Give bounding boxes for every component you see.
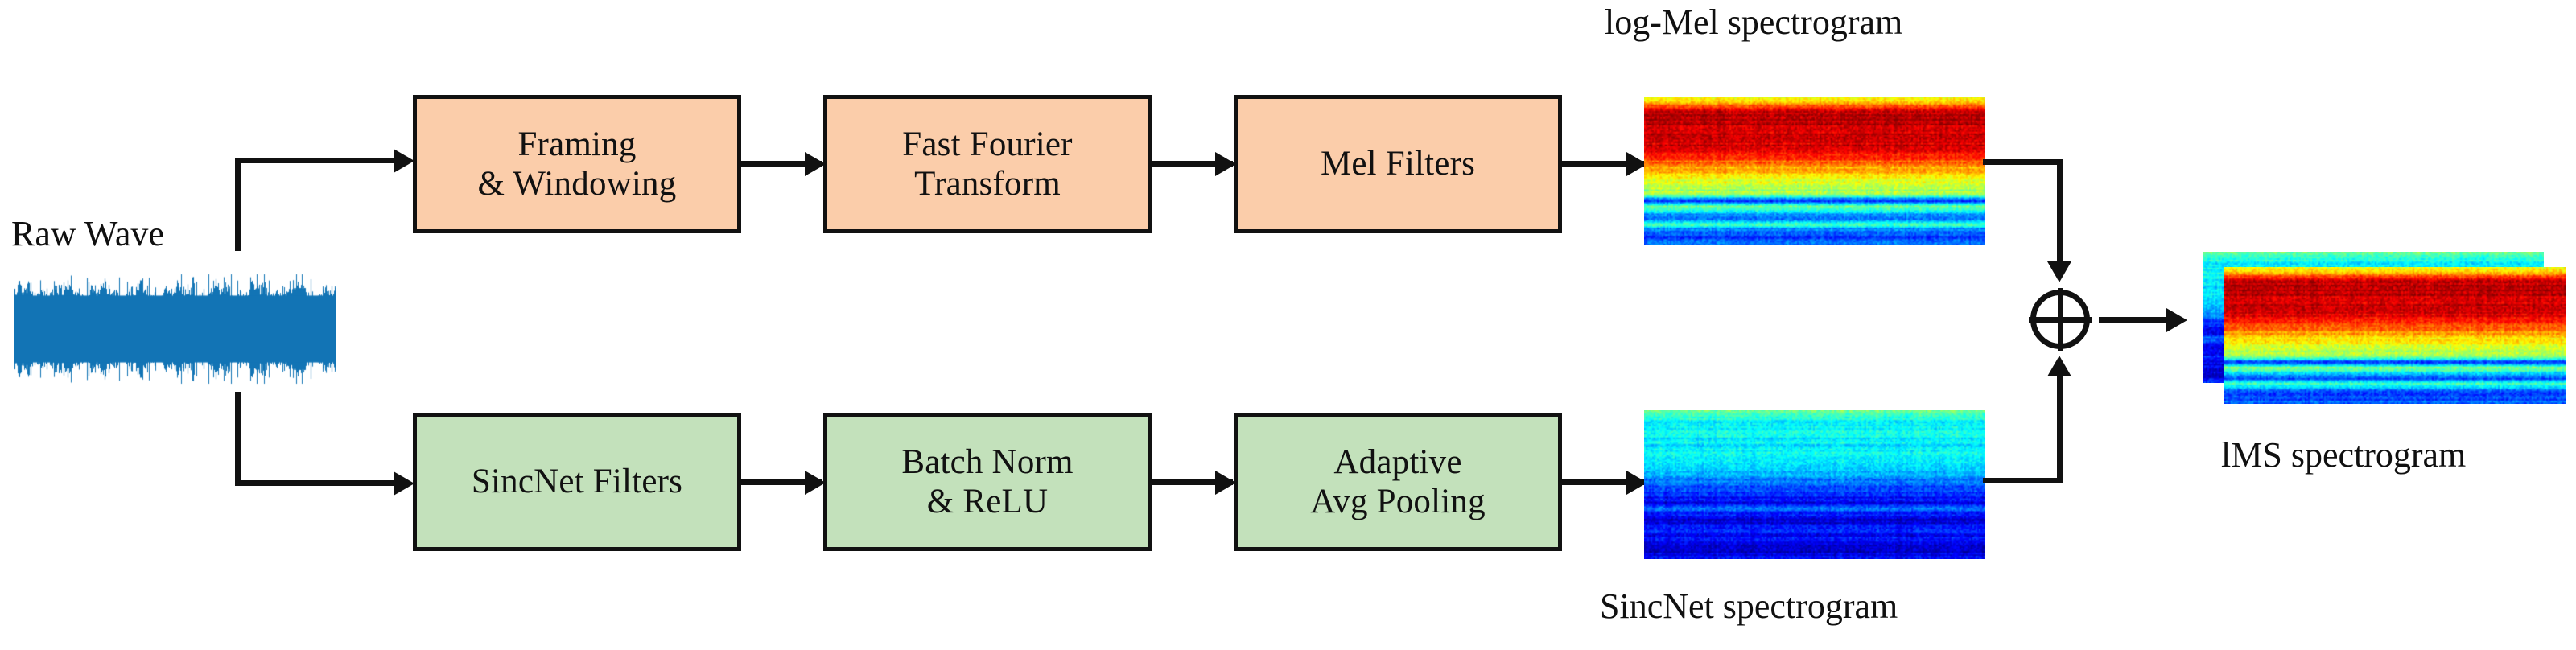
arrowhead-framing-to-fft <box>805 152 826 176</box>
circled-plus-operator <box>2029 288 2092 351</box>
log-mel-spectrogram-caption: log-Mel spectrogram <box>1605 2 1903 42</box>
edge-input-to-sincnet <box>235 480 402 486</box>
box-framing-windowing-label: Framing & Windowing <box>477 125 677 203</box>
edge-input-to-framing <box>235 158 402 163</box>
edge-framing-to-fft <box>741 161 822 167</box>
arrowhead-input-to-sincnet <box>394 471 414 496</box>
raw-audio-waveform <box>14 274 336 385</box>
box-mel-filters-label: Mel Filters <box>1320 145 1476 183</box>
arrowhead-fft-to-mel <box>1215 152 1236 176</box>
box-adaptive-avg-pooling-label: Adaptive Avg Pooling <box>1310 442 1486 520</box>
sincnet-spectrogram <box>1644 410 1985 559</box>
edge-sincnet-to-merge <box>1983 478 2063 483</box>
box-sincnet-filters-label: SincNet Filters <box>471 463 683 501</box>
box-adaptive-avg-pooling[interactable]: Adaptive Avg Pooling <box>1234 413 1562 551</box>
arrowhead-logmel-to-merge <box>2047 261 2071 282</box>
box-batch-norm-relu-label: Batch Norm & ReLU <box>901 442 1074 520</box>
edge-fft-to-mel <box>1152 161 1233 167</box>
arrowhead-input-to-framing <box>394 149 414 173</box>
edge-sincnet-to-batchnorm <box>741 479 822 485</box>
log-mel-spectrogram <box>1644 97 1985 245</box>
box-batch-norm-relu[interactable]: Batch Norm & ReLU <box>823 413 1152 551</box>
arrowhead-sincnet-to-batchnorm <box>805 471 826 495</box>
edge-merge-to-output <box>2099 317 2182 323</box>
input-split-line-lower <box>235 392 241 486</box>
box-mel-filters[interactable]: Mel Filters <box>1234 95 1562 233</box>
arrowhead-merge-to-output <box>2166 308 2187 332</box>
arrowhead-pooling-to-sincnet-spec <box>1626 471 1647 495</box>
lms-spectrogram-caption: lMS spectrogram <box>2221 435 2467 475</box>
box-fast-fourier-transform[interactable]: Fast Fourier Transform <box>823 95 1152 233</box>
box-sincnet-filters[interactable]: SincNet Filters <box>413 413 741 551</box>
input-split-line-upper <box>235 158 241 251</box>
sincnet-spectrogram-caption: SincNet spectrogram <box>1600 586 1898 626</box>
arrowhead-mel-to-logmel-spec <box>1626 152 1647 176</box>
output-stack-front-logmel <box>2224 267 2566 404</box>
raw-wave-label: Raw Wave <box>11 214 164 253</box>
box-fast-fourier-transform-label: Fast Fourier Transform <box>902 125 1073 203</box>
edge-logmel-down-to-merge <box>2057 159 2063 263</box>
edge-logmel-to-merge <box>1983 159 2063 165</box>
edge-pooling-to-sincnet-spec <box>1562 479 1644 485</box>
box-framing-windowing[interactable]: Framing & Windowing <box>413 95 741 233</box>
arrowhead-sincnet-to-merge <box>2047 356 2071 376</box>
arrowhead-batchnorm-to-pooling <box>1215 471 1236 495</box>
edge-sincnet-up-to-merge <box>2057 375 2063 483</box>
edge-mel-to-logmel-spec <box>1562 161 1644 167</box>
edge-batchnorm-to-pooling <box>1152 479 1233 485</box>
